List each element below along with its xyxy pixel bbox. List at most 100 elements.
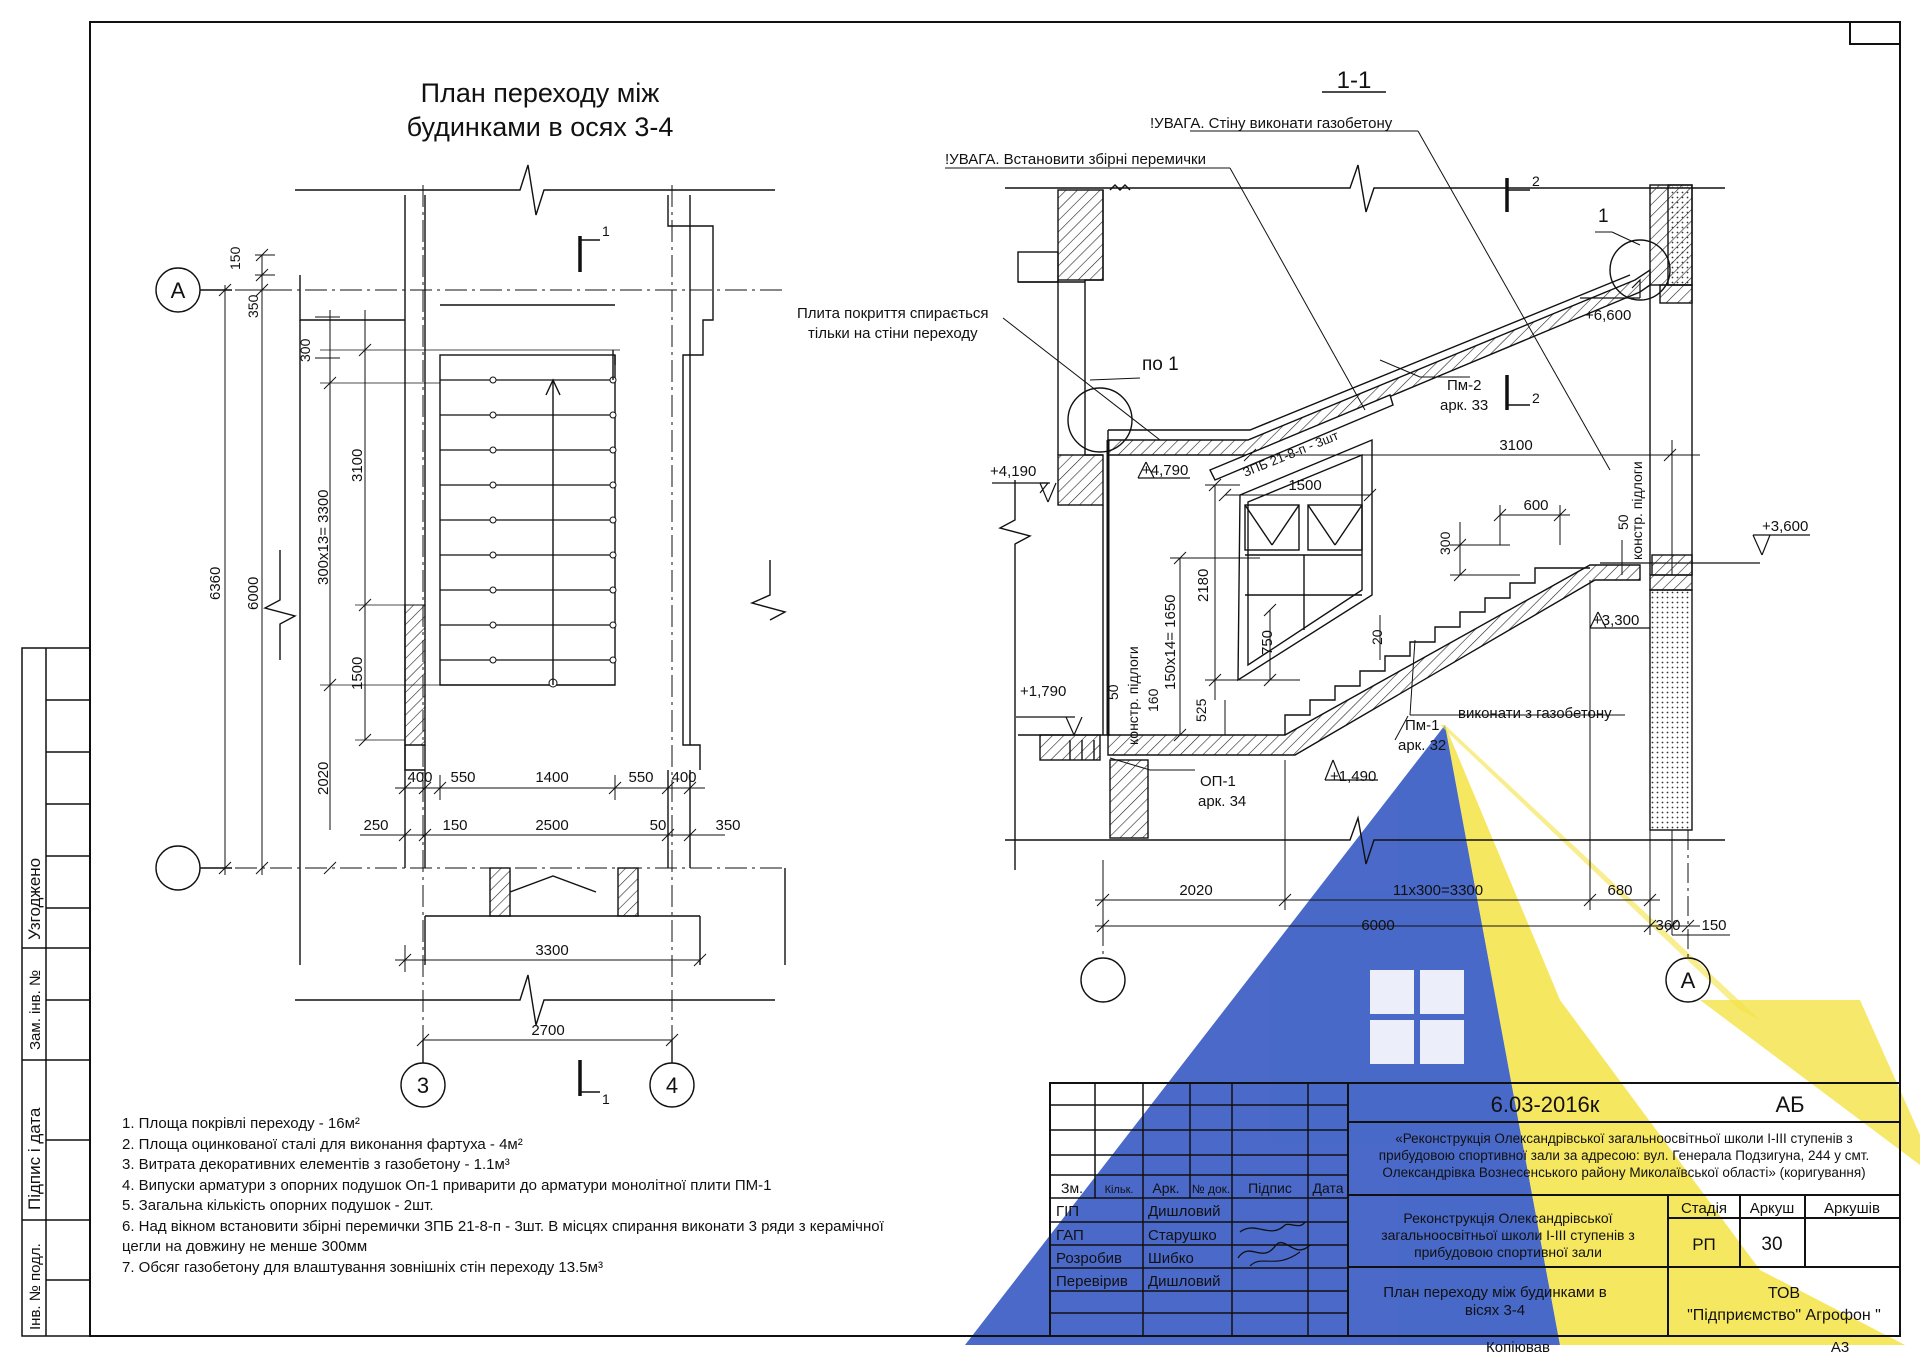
section-drawing (945, 91, 1810, 1003)
dim-6360: 6360 (207, 567, 224, 600)
pm2-label: Пм-2 (1447, 377, 1481, 394)
sec-dim-160: 160 (1145, 688, 1161, 712)
note-1: 1. Площа покрівлі переходу - 16м² (122, 1115, 360, 1132)
stamp-inv-podl: Інв. № подл. (27, 1243, 44, 1330)
sec-dim-50: 50 (1615, 514, 1631, 530)
tb-role-gip: ГІП (1056, 1203, 1079, 1220)
op1-sheet: арк. 34 (1198, 793, 1246, 810)
plan-title: План переходу між будинками в осях 3-4 (290, 76, 790, 144)
plan-drawing (155, 164, 787, 1108)
dim-2700: 2700 (531, 1022, 564, 1039)
sec-dim-750: 750 (1259, 630, 1276, 655)
sec-dim-2180: 2180 (1195, 569, 1212, 602)
tb-format: А3 (1831, 1339, 1849, 1356)
tb-stage: РП (1692, 1235, 1716, 1254)
elev-3300: +3,300 (1593, 612, 1639, 629)
side-stamp (21, 647, 91, 1337)
tb-name-1: Дишловий (1148, 1203, 1221, 1220)
pm1-sheet: арк. 32 (1398, 737, 1446, 754)
note-2: 2. Площа оцинкованої сталі для виконання… (122, 1135, 523, 1153)
tb-stage-label: Стадія (1681, 1200, 1727, 1217)
tb-sheets-label: Аркушів (1824, 1200, 1880, 1217)
sec-dim-150: 150 (1701, 917, 1726, 934)
tb-sheet-title-2: вісях 3-4 (1465, 1302, 1525, 1319)
dim-350: 350 (245, 294, 261, 318)
dim-row2-250: 250 (363, 817, 388, 834)
cut-mark-2-bottom: 2 (1532, 390, 1540, 406)
note-7: 7. Обсяг газобетону для влаштування зовн… (122, 1258, 603, 1276)
tb-copied: Копіював (1486, 1339, 1550, 1356)
stamp-agreed: Узгоджено (25, 858, 44, 940)
tb-name-3: Шибко (1148, 1250, 1194, 1267)
op1-label: ОП-1 (1200, 773, 1236, 790)
dim-1500: 1500 (349, 657, 366, 690)
dim-row2-350: 350 (715, 817, 740, 834)
note-4: 4. Випуски арматури з опорних подушок Оп… (122, 1176, 772, 1194)
dim-150: 150 (227, 246, 243, 270)
stamp-zam-inv: Зам. інв. № (27, 970, 44, 1050)
note-slab-2: тільки на стіни переходу (808, 325, 978, 342)
tb-col-kilk: Кільк. (1105, 1184, 1134, 1196)
tb-name-2: Старушко (1148, 1227, 1217, 1244)
sec-dim-3100: 3100 (1499, 437, 1532, 454)
tb-col-ark: Арк. (1152, 1180, 1179, 1196)
note-6: 6. Над вікном встановити збірні перемичк… (122, 1217, 884, 1235)
section-title: 1-1 (1337, 67, 1372, 94)
tb-project-1: «Реконструкція Олександрівської загально… (1395, 1131, 1853, 1146)
tb-name-4: Дишловий (1148, 1273, 1221, 1290)
tb-object-1: Реконструкція Олександрівської (1403, 1210, 1612, 1226)
note-5: 5. Загальна кількість опорних подушок - … (122, 1197, 434, 1214)
elev-1490: +1,490 (1330, 768, 1376, 785)
dim-row1-400b: 400 (671, 769, 696, 786)
tb-company-1: ТОВ (1768, 1285, 1800, 1302)
sec-dim-150x14: 150х14= 1650 (1162, 594, 1179, 690)
plan-cut-mark-top: 1 (602, 223, 610, 239)
sec-axis-a: А (1681, 968, 1696, 993)
dim-3300-plan: 3300 (535, 942, 568, 959)
floor-label-right: констр. підлоги (1629, 461, 1645, 560)
dim-300: 300 (297, 338, 313, 362)
plan-title-line2: будинками в осях 3-4 (406, 112, 674, 142)
dim-300x13: 300х13= 3300 (315, 489, 332, 585)
sec-dim-20: 20 (1369, 629, 1385, 645)
plan-title-line1: План переходу між (420, 78, 660, 108)
tb-project-3: Олександрівка Вознесенського району Мико… (1382, 1165, 1865, 1180)
dim-row1-550a: 550 (450, 769, 475, 786)
elev-4190: +4,190 (990, 463, 1036, 480)
floor-label-left: констр. підлоги (1125, 646, 1141, 745)
tb-role-check: Перевірив (1056, 1273, 1128, 1290)
sec-dim-11x300: 11х300=3300 (1393, 882, 1483, 899)
cut-mark-2-top: 2 (1532, 173, 1540, 189)
tb-col-date: Дата (1312, 1180, 1343, 1196)
tb-col-zm: Зм. (1061, 1180, 1083, 1196)
dim-3100: 3100 (349, 449, 366, 482)
tb-code: 6.03-2016к (1491, 1092, 1600, 1117)
dim-row1-550b: 550 (628, 769, 653, 786)
plan-axis-4: 4 (666, 1073, 678, 1098)
general-notes: 1. Площа покрівлі переходу - 16м² 2. Пло… (122, 1114, 942, 1278)
elev-6600: +6,600 (1585, 307, 1631, 324)
tb-project-2: прибудовою спортивної зали за адресою: в… (1379, 1148, 1869, 1163)
dim-row2-50: 50 (650, 817, 667, 834)
tb-role-gap: ГАП (1056, 1227, 1084, 1244)
note-6-cont: цегли на довжину не менше 300мм (122, 1238, 368, 1255)
elev-3600: +3,600 (1762, 518, 1808, 535)
pm2-sheet: арк. 33 (1440, 397, 1488, 414)
sec-dim-600: 600 (1523, 497, 1548, 514)
tb-sheet-title-1: План переходу між будинками в (1383, 1284, 1607, 1301)
plan-axis-3: 3 (417, 1073, 429, 1098)
plan-cut-mark-bottom: 1 (602, 1091, 610, 1107)
plan-axis-a: А (171, 278, 186, 303)
title-block (1049, 1082, 1901, 1337)
note-gasobeton: !УВАГА. Стіну виконати газобетону (1150, 115, 1393, 132)
detail-label: по 1 (1142, 354, 1179, 375)
tb-col-doc: № док. (1192, 1182, 1230, 1196)
elev-4790: +4,790 (1142, 462, 1188, 479)
dim-6000: 6000 (245, 577, 262, 610)
watermark-logo (965, 725, 1920, 1345)
tb-sheet: 30 (1761, 1234, 1782, 1255)
tb-role-dev: Розробив (1056, 1250, 1122, 1267)
note-3: 3. Витрата декоративних елементів з газо… (122, 1156, 510, 1173)
sec-dim-1500: 1500 (1288, 477, 1321, 494)
